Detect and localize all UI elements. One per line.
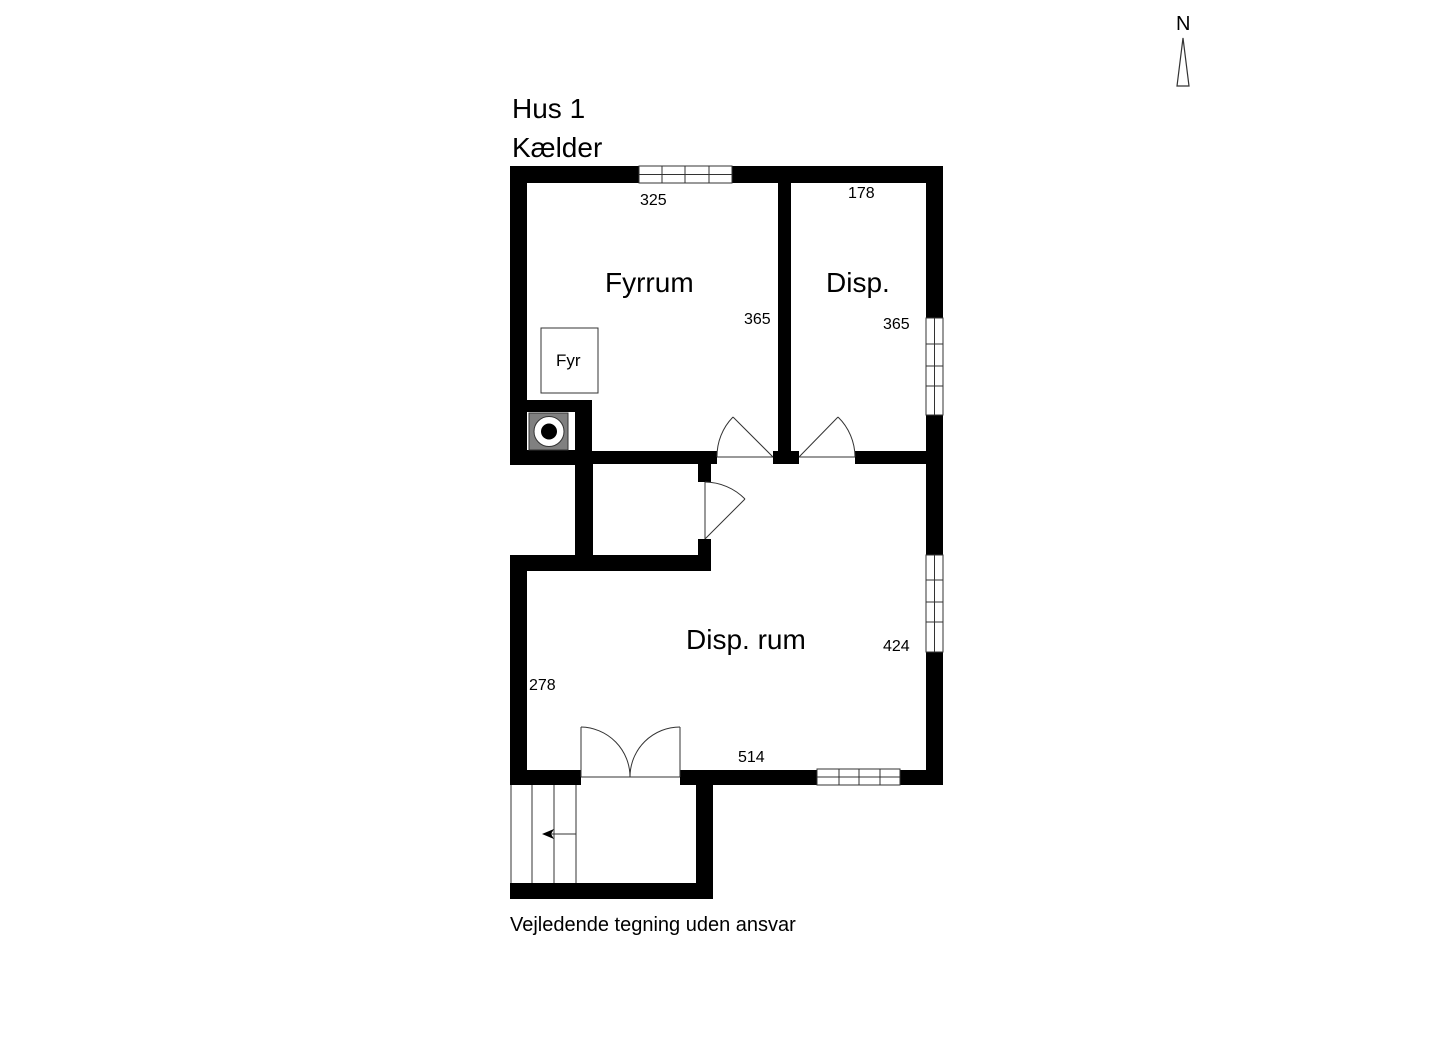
stairs [510, 785, 577, 883]
dim-disp-rum-side: 278 [529, 677, 556, 694]
chimney-icon [527, 412, 575, 451]
north-label: N [1176, 13, 1191, 35]
floor-title: Kælder [512, 132, 603, 163]
room-label-disp: Disp. [826, 267, 890, 298]
door-disp [798, 416, 856, 458]
window-right-upper [925, 317, 944, 416]
dim-disp-rum-depth: 424 [883, 638, 910, 655]
building-title: Hus 1 [512, 93, 586, 124]
window-bottom [816, 768, 901, 786]
boiler-box [540, 327, 599, 394]
dim-fyrrum-depth: 365 [744, 311, 771, 328]
stairs-arrow-icon [542, 829, 554, 839]
window-right-lower [925, 554, 944, 653]
dim-fyrrum-width: 325 [640, 192, 667, 209]
dim-disp-width: 178 [848, 185, 875, 202]
door-fyrrum [716, 416, 774, 458]
room-label-fyrrum: Fyrrum [605, 267, 694, 298]
disclaimer: Vejledende tegning uden ansvar [510, 914, 796, 936]
dim-disp-rum-width: 514 [738, 749, 765, 766]
boiler-label: Fyr [556, 351, 581, 370]
room-label-disp-rum: Disp. rum [686, 624, 806, 655]
door-closet [704, 481, 746, 540]
north-arrow-icon [1176, 37, 1190, 87]
window-top [638, 165, 733, 184]
double-door-entrance [580, 726, 681, 778]
dim-disp-depth: 365 [883, 316, 910, 333]
